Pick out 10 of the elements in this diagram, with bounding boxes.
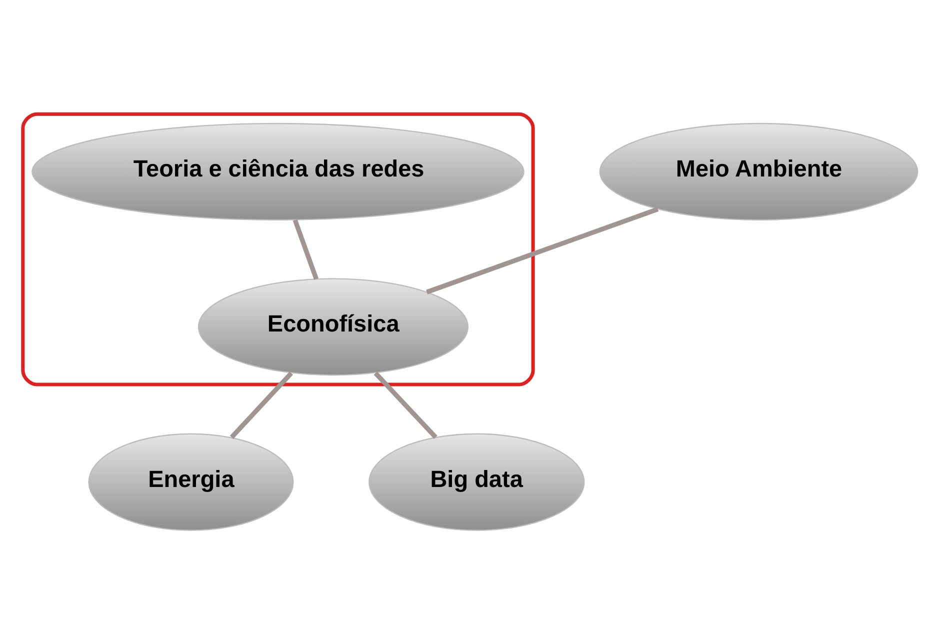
node-ellipse: Econofísica — [198, 278, 469, 376]
connector — [292, 219, 319, 280]
connector — [374, 372, 438, 439]
node-ellipse: Teoria e ciência das redes — [32, 122, 524, 221]
node-ellipse: Meio Ambiente — [599, 122, 918, 221]
cluster — [21, 112, 535, 386]
connector — [230, 372, 294, 439]
node-ellipse: Big data — [368, 433, 585, 531]
node-ellipse: Energia — [88, 433, 294, 531]
connector — [426, 206, 659, 294]
